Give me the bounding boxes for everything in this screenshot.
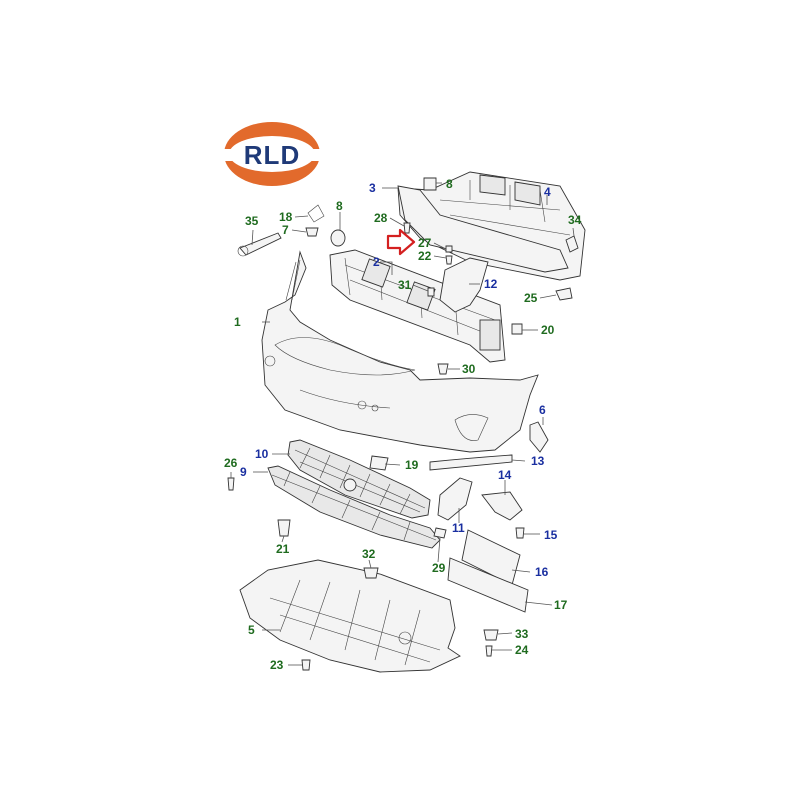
clip-19 bbox=[369, 455, 389, 471]
screw-7 bbox=[305, 227, 319, 237]
screw-26 bbox=[227, 477, 235, 491]
part-upper-bracket bbox=[397, 185, 569, 273]
callout-32: 32 bbox=[362, 547, 376, 561]
callout-20: 20 bbox=[541, 323, 555, 337]
clip-31 bbox=[427, 287, 435, 297]
callout-6: 6 bbox=[539, 403, 546, 417]
callout-3: 3 bbox=[369, 181, 376, 195]
clip-25 bbox=[555, 287, 573, 301]
callout-28: 28 bbox=[374, 211, 388, 225]
callout-8-top: 8 bbox=[446, 177, 453, 191]
highlight-arrow bbox=[386, 228, 416, 256]
part-undertray bbox=[239, 559, 461, 673]
part-grille-upper bbox=[287, 439, 431, 519]
clip-28 bbox=[403, 222, 411, 234]
small-fasteners bbox=[227, 177, 579, 671]
grommet-8 bbox=[330, 229, 346, 247]
callout-labels: 1 2 3 4 5 6 7 8 8 9 10 11 12 13 14 15 16… bbox=[224, 177, 582, 672]
part-12-bracket bbox=[439, 257, 489, 313]
part-13-strip bbox=[429, 454, 513, 471]
callout-22: 22 bbox=[418, 249, 432, 263]
callout-27: 27 bbox=[418, 236, 432, 250]
callout-15: 15 bbox=[544, 528, 558, 542]
callout-29: 29 bbox=[432, 561, 446, 575]
part-6-bracket bbox=[529, 421, 549, 453]
callout-23: 23 bbox=[270, 658, 284, 672]
callout-18: 18 bbox=[279, 210, 293, 224]
callout-7: 7 bbox=[282, 223, 289, 237]
callout-2: 2 bbox=[373, 255, 380, 269]
clip-18 bbox=[307, 204, 325, 223]
clip-29 bbox=[433, 527, 447, 539]
clip-30 bbox=[437, 363, 449, 375]
clip-32 bbox=[363, 567, 379, 579]
rld-logo: RLD bbox=[224, 122, 320, 186]
callout-9: 9 bbox=[240, 465, 247, 479]
clip-20 bbox=[511, 323, 523, 335]
callout-24: 24 bbox=[515, 643, 529, 657]
clip-33 bbox=[483, 629, 499, 641]
callout-4: 4 bbox=[544, 185, 551, 199]
callout-31: 31 bbox=[398, 278, 412, 292]
callout-11: 11 bbox=[452, 521, 465, 535]
callout-12: 12 bbox=[484, 277, 498, 291]
callout-1: 1 bbox=[234, 315, 241, 329]
callout-5: 5 bbox=[248, 623, 255, 637]
callout-16: 16 bbox=[535, 565, 549, 579]
screw-22 bbox=[445, 255, 453, 265]
callout-8-left: 8 bbox=[336, 199, 343, 213]
screw-15 bbox=[515, 527, 525, 539]
callout-30: 30 bbox=[462, 362, 476, 376]
callout-17: 17 bbox=[554, 598, 568, 612]
callout-10: 10 bbox=[255, 447, 269, 461]
callout-21: 21 bbox=[276, 542, 290, 556]
logo-text: RLD bbox=[244, 140, 300, 170]
callout-19: 19 bbox=[405, 458, 419, 472]
callout-34: 34 bbox=[568, 213, 582, 227]
callout-35: 35 bbox=[245, 214, 259, 228]
callout-14: 14 bbox=[498, 468, 512, 482]
part-17-plate bbox=[447, 557, 529, 613]
tow-eye-35 bbox=[239, 232, 282, 256]
screw-27 bbox=[445, 245, 453, 253]
clip-21 bbox=[277, 519, 291, 537]
part-bumper-cover bbox=[261, 250, 539, 453]
leader-lines bbox=[230, 182, 575, 666]
callout-33: 33 bbox=[515, 627, 529, 641]
clip-8 bbox=[423, 177, 437, 191]
part-14-bracket bbox=[481, 491, 523, 521]
bolt-34 bbox=[565, 235, 579, 253]
callout-25: 25 bbox=[524, 291, 538, 305]
callout-26: 26 bbox=[224, 456, 238, 470]
screw-24 bbox=[485, 645, 493, 657]
part-11-fog-bezel bbox=[437, 477, 473, 521]
screw-23 bbox=[301, 659, 311, 671]
callout-13: 13 bbox=[531, 454, 545, 468]
